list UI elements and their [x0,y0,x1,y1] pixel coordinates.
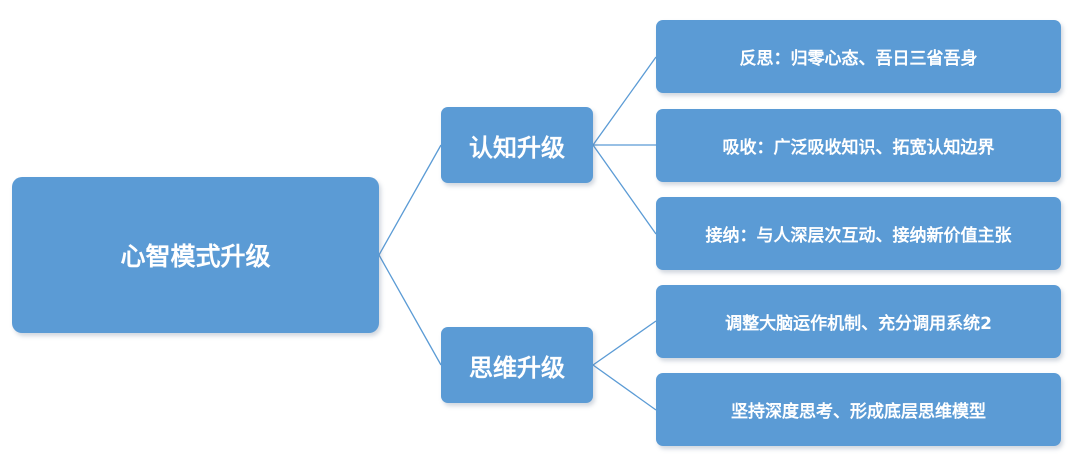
leaf-node-reflect: 反思：归零心态、吾日三省吾身 [656,20,1061,93]
connector-root-cognition [378,144,442,256]
root-node-label: 心智模式升级 [120,242,271,271]
branch-node-thinking: 思维升级 [441,327,593,403]
connector-cognition-reflect [592,56,657,146]
connector-cognition-accept [592,144,657,235]
connector-root-thinking [378,254,442,366]
leaf-node-label: 接纳：与人深层次互动、接纳新价值主张 [705,226,1012,246]
leaf-node-label: 反思：归零心态、吾日三省吾身 [739,49,978,69]
root-node: 心智模式升级 [12,177,379,333]
branch-node-label: 思维升级 [469,353,565,382]
leaf-node-label: 坚持深度思考、形成底层思维模型 [731,402,986,422]
leaf-node-adjust: 调整大脑运作机制、充分调用系统2 [656,285,1061,358]
branch-node-label: 认知升级 [469,133,565,162]
leaf-node-absorb: 吸收：广泛吸收知识、拓宽认知边界 [656,109,1061,182]
connector-thinking-deep [592,364,657,411]
branch-node-cognition: 认知升级 [441,107,593,183]
leaf-node-deep-thinking: 坚持深度思考、形成底层思维模型 [656,373,1061,446]
leaf-node-label: 调整大脑运作机制、充分调用系统2 [725,314,992,334]
connector-thinking-adjust [592,320,657,366]
leaf-node-accept: 接纳：与人深层次互动、接纳新价值主张 [656,197,1061,270]
leaf-node-label: 吸收：广泛吸收知识、拓宽认知边界 [722,138,995,158]
